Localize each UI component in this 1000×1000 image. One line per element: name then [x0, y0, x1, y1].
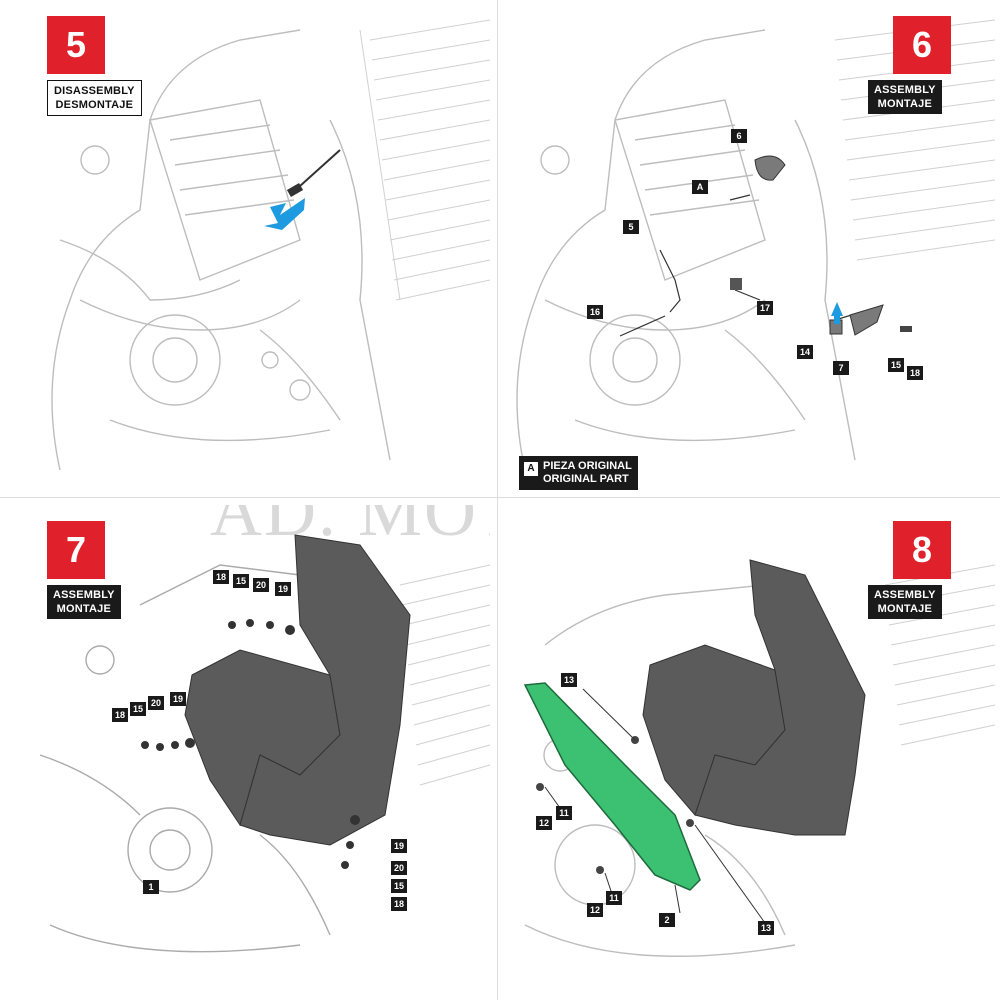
step-label-line2: DESMONTAJE [55, 99, 134, 111]
step-label-line2: MONTAJE [56, 603, 112, 615]
step-label: ASSEMBLY MONTAJE [47, 585, 121, 619]
callout-18: 18 [213, 570, 229, 584]
callout-12: 12 [536, 816, 552, 830]
callout-13: 13 [561, 673, 577, 687]
callout-15: 15 [233, 574, 249, 588]
callout-20: 20 [253, 578, 269, 592]
panel-divider-vertical [497, 0, 498, 1000]
step-8-panel: 8 ASSEMBLY MONTAJE 13 12 11 12 11 2 13 [505, 505, 995, 995]
step-label-line1: ASSEMBLY [53, 589, 115, 601]
callout-18: 18 [112, 708, 128, 722]
step-label-line1: ASSEMBLY [874, 84, 936, 96]
callout-20: 20 [391, 861, 407, 875]
callout-16: 16 [587, 305, 603, 319]
belly-pan-front [694, 559, 866, 836]
step-label: ASSEMBLY MONTAJE [868, 80, 942, 114]
callout-17: 17 [757, 301, 773, 315]
green-side-panel [523, 682, 701, 891]
callout-15: 15 [888, 358, 904, 372]
callout-13: 13 [758, 921, 774, 935]
callout-6: 6 [731, 129, 747, 143]
step-label-line1: DISASSEMBLY [54, 85, 135, 97]
callout-15: 15 [391, 879, 407, 893]
step-5-panel: 5 DISASSEMBLY DESMONTAJE [0, 0, 490, 490]
watermark: AD. MOTO [210, 505, 490, 551]
callout-11: 11 [556, 806, 572, 820]
callout-5: 5 [623, 220, 639, 234]
callout-18: 18 [907, 366, 923, 380]
step-label: ASSEMBLY MONTAJE [868, 585, 942, 619]
step-label: DISASSEMBLY DESMONTAJE [47, 80, 142, 116]
step-label-line1: ASSEMBLY [874, 589, 936, 601]
step-number: 7 [47, 521, 105, 579]
legend-line1: PIEZA ORIGINAL [543, 460, 632, 472]
callout-1: 1 [143, 880, 159, 894]
callout-A: A [692, 180, 708, 194]
callout-19: 19 [170, 692, 186, 706]
engine-illustration [51, 19, 490, 471]
engine-illustration [516, 19, 995, 471]
callout-18: 18 [391, 897, 407, 911]
callout-19: 19 [391, 839, 407, 853]
step-label-line2: MONTAJE [877, 98, 933, 110]
legend-key: A [524, 462, 538, 476]
step-6-panel: 6 ASSEMBLY MONTAJE 6 A 5 16 17 14 7 15 1… [505, 0, 995, 490]
legend-line2: ORIGINAL PART [543, 473, 629, 485]
engine-illustration [523, 559, 995, 957]
panel-divider-horizontal [0, 497, 1000, 498]
callout-15: 15 [130, 702, 146, 716]
callout-19: 19 [275, 582, 291, 596]
removal-arrow [264, 198, 305, 230]
engine-illustration [39, 534, 490, 953]
callout-14: 14 [797, 345, 813, 359]
callout-7: 7 [833, 361, 849, 375]
original-part-legend: A PIEZA ORIGINAL ORIGINAL PART [519, 456, 638, 490]
step-number: 6 [893, 16, 951, 74]
belly-pan-front [239, 534, 411, 846]
callout-12: 12 [587, 903, 603, 917]
callout-2: 2 [659, 913, 675, 927]
step-number: 5 [47, 16, 105, 74]
step-7-panel: AD. MOTO 7 ASSEMBLY MONTAJE 18 15 20 19 … [0, 505, 490, 995]
callout-20: 20 [148, 696, 164, 710]
step-number: 8 [893, 521, 951, 579]
callout-11: 11 [606, 891, 622, 905]
step-label-line2: MONTAJE [877, 603, 933, 615]
